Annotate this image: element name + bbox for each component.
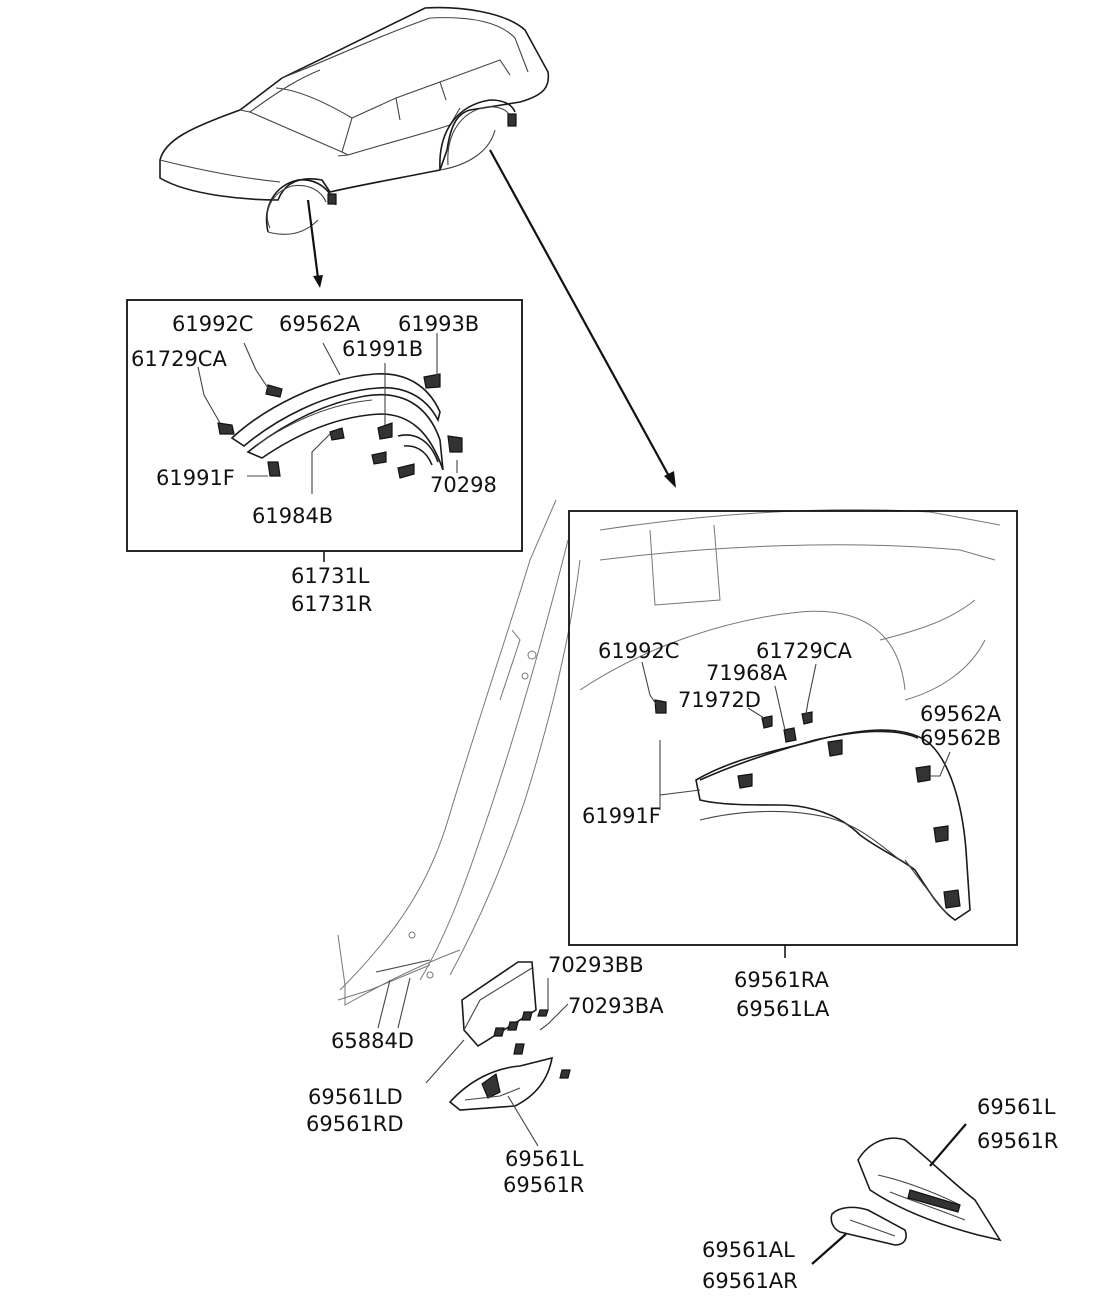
- label-61993B: 61993B: [398, 312, 479, 336]
- inset-rear-arch: [568, 510, 1018, 958]
- label-61731L: 61731L: [291, 564, 370, 588]
- label-69561L-right: 69561L: [977, 1095, 1056, 1119]
- label-61991F-rear: 61991F: [582, 804, 661, 828]
- label-61992C-front: 61992C: [172, 312, 253, 336]
- label-61731R: 61731R: [291, 592, 372, 616]
- label-69561R-middle: 69561R: [503, 1173, 584, 1197]
- label-61729CA-rear: 61729CA: [756, 639, 852, 663]
- car-overview: [159, 6, 676, 488]
- label-69562B: 69562B: [920, 726, 1001, 750]
- lower-guards: [375, 959, 571, 1147]
- label-69561LD: 69561LD: [308, 1085, 403, 1109]
- label-61991F-front: 61991F: [156, 466, 235, 490]
- label-61992C-rear: 61992C: [598, 639, 679, 663]
- label-69562A-rear: 69562A: [920, 702, 1002, 726]
- label-71972D: 71972D: [678, 688, 761, 712]
- label-69561AR: 69561AR: [702, 1269, 798, 1293]
- label-61729CA-front: 61729CA: [131, 347, 227, 371]
- label-69561L-middle: 69561L: [505, 1147, 584, 1171]
- label-69561LA: 69561LA: [736, 997, 830, 1021]
- mudflap-assembly: [811, 1123, 1002, 1265]
- label-70293BA: 70293BA: [568, 994, 664, 1018]
- label-69561RA: 69561RA: [734, 968, 830, 992]
- label-69562A-front: 69562A: [279, 312, 361, 336]
- label-69561AL: 69561AL: [702, 1238, 795, 1262]
- label-61984B: 61984B: [252, 504, 333, 528]
- label-70298: 70298: [430, 473, 497, 497]
- label-69561R-right: 69561R: [977, 1129, 1058, 1153]
- label-65884D: 65884D: [331, 1029, 414, 1053]
- label-70293BB: 70293BB: [548, 953, 644, 977]
- label-69561RD: 69561RD: [306, 1112, 404, 1136]
- labels: 61992C 69562A 61993B 61729CA 61991B 6199…: [131, 312, 1058, 1293]
- inset-front-arch: [126, 299, 523, 562]
- label-71968A: 71968A: [706, 661, 788, 685]
- label-61991B: 61991B: [342, 337, 423, 361]
